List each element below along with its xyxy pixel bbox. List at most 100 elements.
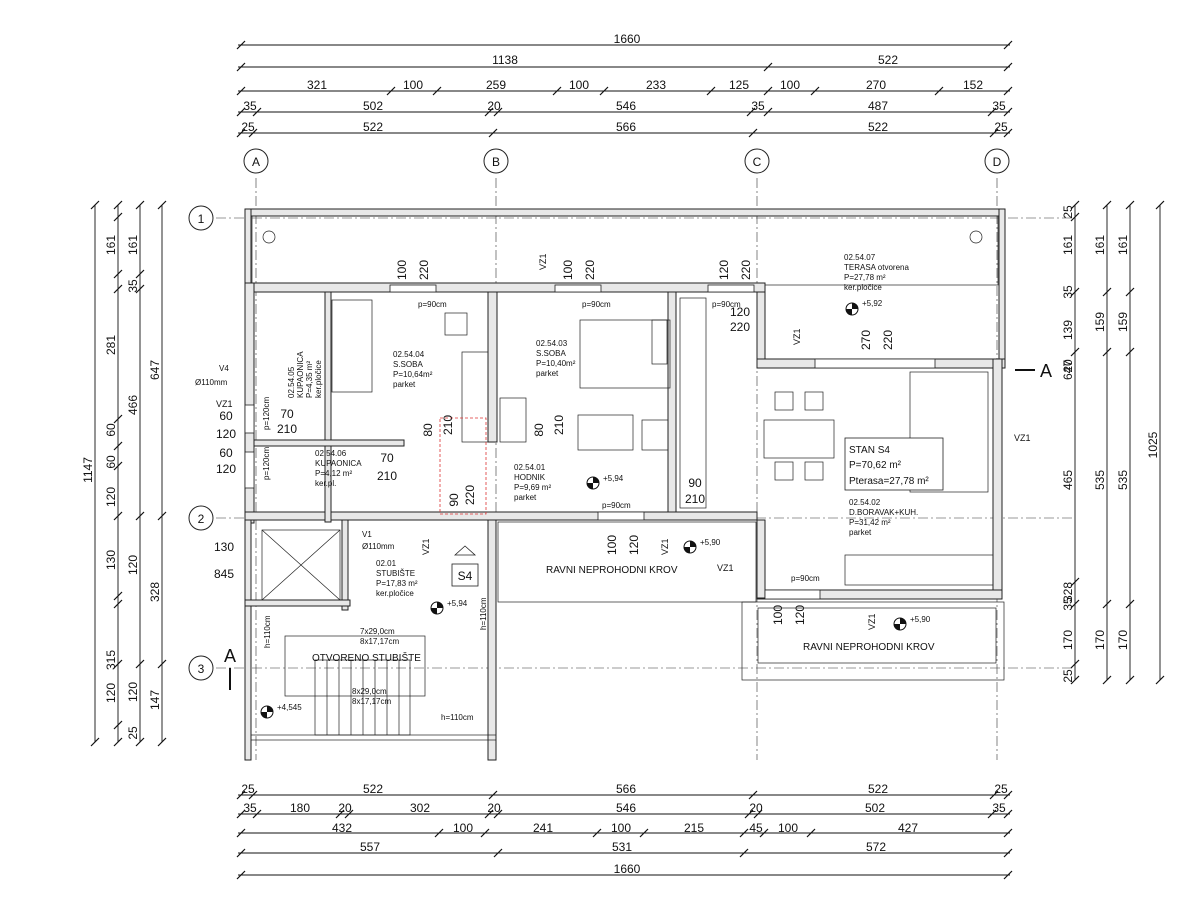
- dim-top-r4-4: 546: [616, 99, 636, 113]
- dim-bot-r4-3: 572: [866, 840, 886, 854]
- vent-v4-diameter: Ø110mm: [195, 378, 228, 387]
- dim-left-c3-161: 161: [126, 235, 140, 255]
- open-dim-32: 845: [214, 567, 234, 581]
- dim-left-c2-147: 147: [148, 690, 162, 710]
- dim-left-c2-120d: 120: [104, 683, 118, 703]
- room-2-floor: parket: [536, 369, 559, 378]
- dim-left-c2-120: 120: [104, 487, 118, 507]
- dim-bot-r1-1: 25: [241, 782, 255, 796]
- grid-row-1: 1: [198, 212, 205, 226]
- roof-label-2: RAVNI NEPROHODNI KROV: [803, 642, 935, 653]
- dim-bot-r3-4: 100: [611, 821, 631, 835]
- dim-right-c2-535: 535: [1093, 470, 1107, 490]
- level-markers: +5,92 +5,94 +5,94 +5,90 +5,90 +4,545: [260, 299, 931, 719]
- open-dim-2: 220: [417, 260, 431, 280]
- parapet-5: p=90cm: [791, 574, 820, 583]
- grid-col-c: C: [753, 155, 762, 169]
- vent-v1: V1: [362, 530, 372, 539]
- room-6-name: HODNIK: [514, 473, 546, 482]
- vent-vz1-h: VZ1: [867, 613, 877, 630]
- dim-right-c1-161: 161: [1061, 235, 1075, 255]
- room-6-code: 02.54.01: [514, 463, 546, 472]
- vent-vz1-c: VZ1: [792, 328, 802, 345]
- dim-top-r3-4: 100: [569, 78, 589, 92]
- dim-right-c1-35: 35: [1061, 285, 1075, 299]
- room-8-code: 02.01: [376, 559, 397, 568]
- dim-right-c4-1025: 1025: [1146, 431, 1160, 458]
- room-6-floor: parket: [514, 493, 537, 502]
- vent-vz1-b: VZ1: [538, 253, 548, 270]
- dim-bot-r2-1: 35: [243, 801, 257, 815]
- dim-top-r4-7: 35: [992, 99, 1006, 113]
- dim-bot-r2-6: 546: [616, 801, 636, 815]
- vent-vz1-g: VZ1: [717, 563, 734, 573]
- dim-bot-r2-9: 35: [992, 801, 1006, 815]
- stair-step-2: 8x17,17cm: [360, 637, 399, 646]
- dim-right-c1-328: 328: [1061, 582, 1075, 602]
- open-dim-10: 220: [881, 330, 895, 350]
- room-5-name: KUPAONICA: [315, 459, 362, 468]
- open-dim-6: 220: [739, 260, 753, 280]
- dim-left-c2-25: 25: [126, 726, 140, 740]
- open-dim-8: 220: [730, 320, 750, 334]
- stair-title: OTVORENO STUBIŠTE: [312, 651, 421, 664]
- dim-left-c2-130: 130: [104, 550, 118, 570]
- parapet-6: p=120cm: [262, 397, 271, 430]
- room-3-code: 02.54.07: [844, 253, 876, 262]
- dim-bot-r2-4: 302: [410, 801, 430, 815]
- open-dim-27: 60: [219, 409, 233, 423]
- dim-right-c2-159: 159: [1093, 312, 1107, 332]
- open-dim-5: 120: [717, 260, 731, 280]
- room-5-floor: ker.pl.: [315, 479, 336, 488]
- dim-left-c2-466: 466: [126, 395, 140, 415]
- dim-bot-r1-5: 25: [994, 782, 1008, 796]
- dim-top-r4-5: 35: [751, 99, 765, 113]
- room-8-area: P=17,83 m²: [376, 579, 418, 588]
- dim-bot-r3-3: 241: [533, 821, 553, 835]
- vent-vz1-d: VZ1: [1014, 433, 1031, 443]
- room-5-code: 02.54.06: [315, 449, 347, 458]
- dim-bot-r2-8: 502: [865, 801, 885, 815]
- dim-right-c1-35b: 35: [1061, 597, 1075, 611]
- dim-right-c2-161: 161: [1093, 235, 1107, 255]
- dim-bot-r3-1: 432: [332, 821, 352, 835]
- dim-top-total: 1660: [614, 32, 641, 46]
- stair-rail-3: h=110cm: [441, 713, 474, 722]
- dim-top-r5-5: 25: [994, 120, 1008, 134]
- dim-right-c1-170: 170: [1061, 630, 1075, 650]
- room-4-name: KUPAONICA: [296, 351, 305, 398]
- open-dim-28: 120: [216, 427, 236, 441]
- open-dim-4: 220: [583, 260, 597, 280]
- open-dim-3: 100: [561, 260, 575, 280]
- parapet-3: p=90cm: [712, 300, 741, 309]
- dim-top-r3-9: 152: [963, 78, 983, 92]
- open-dim-22: 210: [552, 415, 566, 435]
- dim-right-c1-20: 20: [1061, 359, 1075, 373]
- stan-title: STAN S4: [849, 445, 890, 456]
- dim-right-c3-161: 161: [1116, 235, 1130, 255]
- grid-col-d: D: [993, 155, 1002, 169]
- room-2-name: S.SOBA: [536, 349, 566, 358]
- dim-right-c2-170: 170: [1093, 630, 1107, 650]
- open-dim-25: 90: [688, 476, 702, 490]
- parapet-4: p=90cm: [602, 501, 631, 510]
- dim-bot-r2-7: 20: [749, 801, 763, 815]
- parapet-1: p=90cm: [418, 300, 447, 309]
- grid-col-b: B: [492, 155, 500, 169]
- room-1-name: S.SOBA: [393, 360, 423, 369]
- dim-bot-r2-3: 20: [338, 801, 352, 815]
- stair-rail-2: h=110cm: [479, 597, 488, 630]
- right-dimension-chain: 161 139 465 170 647 161 159 535 170 161 …: [1061, 200, 1165, 685]
- level-1: +5,92: [862, 299, 883, 308]
- dim-bot-r3-6: 45: [749, 821, 763, 835]
- room-7-name: D.BORAVAK+KUH.: [849, 508, 918, 517]
- room-5-area: P=4,12 m²: [315, 469, 352, 478]
- dim-top-r2-2: 522: [878, 53, 898, 67]
- dim-bot-r2-5: 20: [487, 801, 501, 815]
- dim-top-r4-2: 502: [363, 99, 383, 113]
- parapet-7: p=120cm: [262, 447, 271, 480]
- dim-top-r4-1: 35: [243, 99, 257, 113]
- room-4-floor: ker.pločice: [314, 360, 323, 398]
- top-dimension-chain: 1660 1138 522 321 100 259 100 233 125 10…: [236, 32, 1013, 138]
- open-dim-24: 220: [463, 485, 477, 505]
